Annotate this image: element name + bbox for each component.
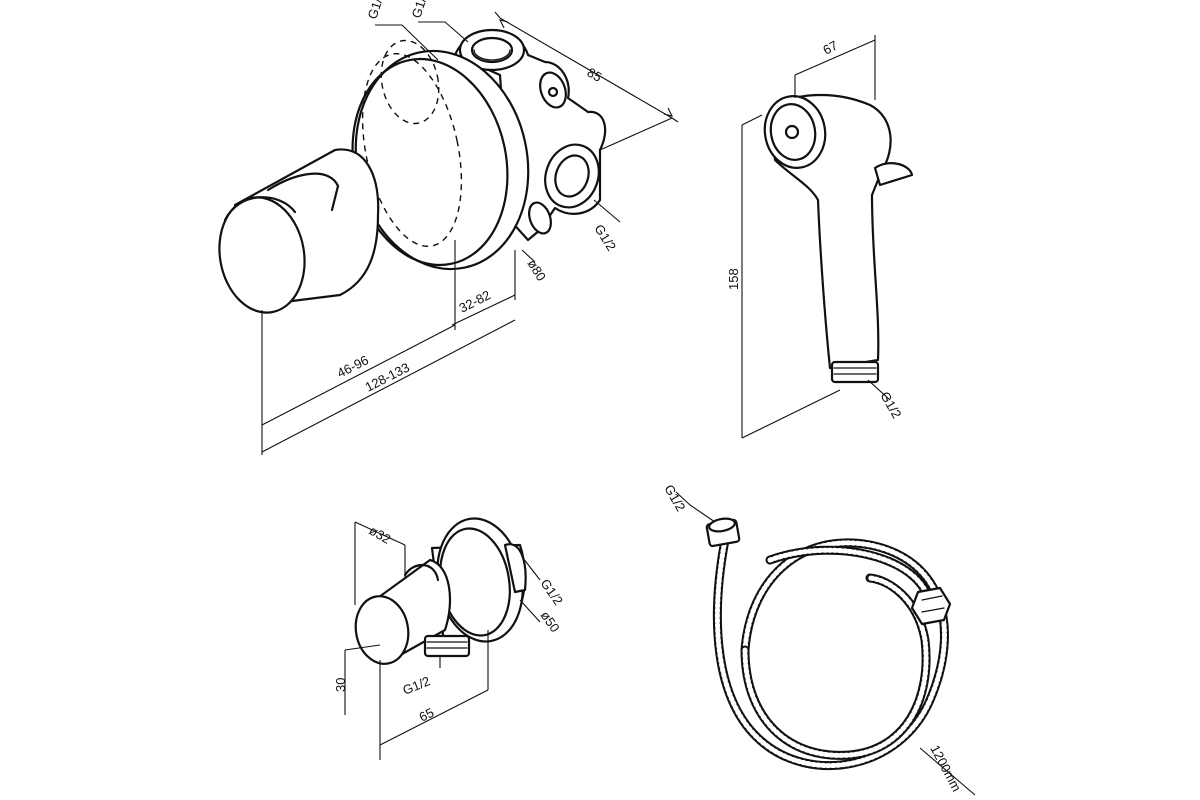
label-shower-g12: G1/2 [877, 389, 904, 421]
label-shower-height: 158 [726, 268, 741, 290]
label-valve-dia: ø80 [524, 257, 549, 284]
label-elbow-height: 30 [333, 678, 348, 692]
label-elbow-dia: ø50 [538, 608, 563, 635]
label-valve-g12-top: G1/2 [409, 0, 432, 20]
label-elbow-g12-side: G1/2 [538, 576, 566, 608]
flexible-hose [675, 491, 976, 796]
label-shower-width: 67 [820, 38, 840, 58]
label-elbow-g12-bottom: G1/2 [401, 673, 433, 697]
label-elbow-depth: 65 [417, 705, 437, 725]
label-valve-depth-b: 46-96 [335, 352, 371, 380]
label-valve-depth-a: 32-82 [457, 287, 493, 315]
label-hose-g12: G1/2 [661, 482, 688, 514]
label-elbow-dia-small: ø32 [367, 523, 394, 547]
hand-shower [741, 35, 914, 439]
wall-elbow [344, 517, 541, 760]
label-valve-g12-top-left: G1/2 [365, 0, 388, 21]
label-hose-length: 1200mm [927, 742, 964, 794]
label-valve-g12-side: G1/2 [591, 222, 619, 254]
concealed-valve [218, 11, 679, 455]
label-valve-width: 85 [585, 65, 605, 85]
